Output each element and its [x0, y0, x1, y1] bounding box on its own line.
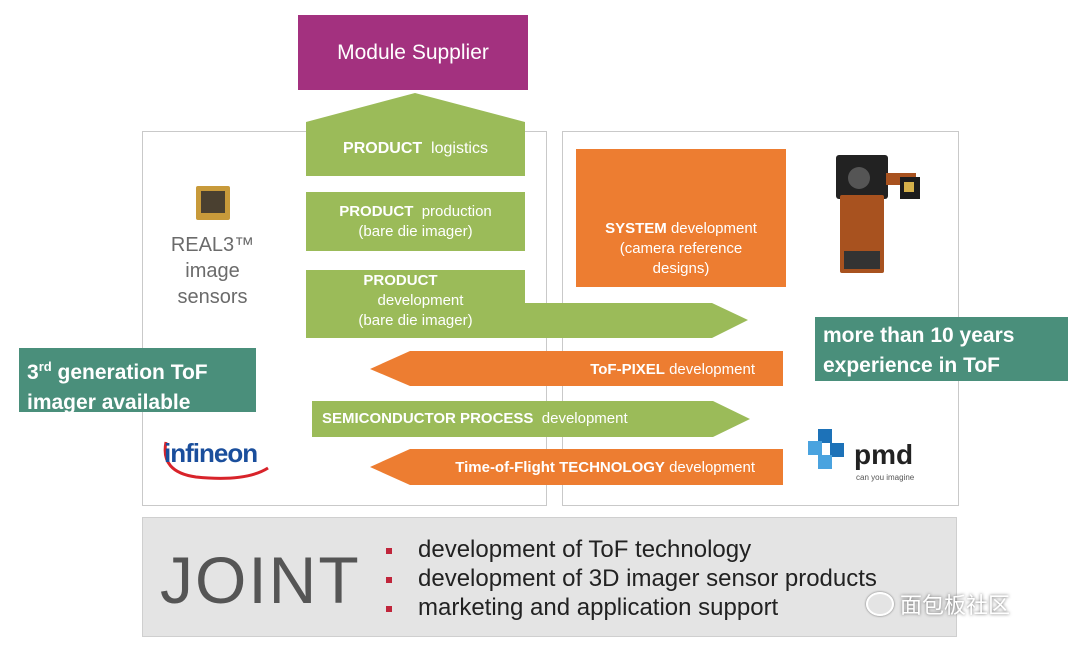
- module-supplier-box: Module Supplier: [298, 15, 528, 90]
- tof-technology-label: Time-of-Flight TECHNOLOGY development: [455, 459, 755, 476]
- infineon-logo: infineon: [156, 432, 276, 482]
- product-production-box: PRODUCT production (bare die imager): [306, 192, 525, 251]
- experience-callout: more than 10 years experience in ToF: [815, 317, 1068, 381]
- joint-title: JOINT: [160, 543, 361, 617]
- real3-label-block: REAL3™ image sensors: [170, 234, 255, 308]
- product-development-label: PRODUCT development (bare die imager): [358, 272, 473, 329]
- bullet-dot: [386, 576, 392, 583]
- pmd-cube-icon: [808, 429, 848, 469]
- bullet-dot: [386, 547, 392, 554]
- generation-callout: 3rd generation ToF imager available: [19, 348, 256, 414]
- tof-pixel-arrow: [370, 351, 783, 386]
- joint-bullet-1: development of ToF technology: [386, 535, 751, 565]
- joint-bullet-3: marketing and application support: [386, 593, 778, 623]
- chip-icon: [196, 186, 230, 220]
- infineon-swoosh: [163, 441, 269, 480]
- system-development-box: SYSTEM development (camera reference des…: [576, 149, 786, 287]
- semiconductor-arrow: [312, 401, 750, 437]
- joint-band: [142, 517, 957, 637]
- logistics-label: PRODUCT logistics: [343, 140, 488, 157]
- watermark: 面包板社区: [866, 588, 1056, 618]
- product-development-arrow: [306, 270, 748, 338]
- wechat-icon: [866, 592, 894, 616]
- bullet-dot: [386, 605, 392, 612]
- pmd-logo: pmd can you imagine: [806, 425, 936, 485]
- joint-bullet-2: development of 3D imager sensor products: [386, 564, 877, 594]
- camera-module-image: [834, 155, 924, 275]
- logistics-up-arrow: [306, 93, 525, 176]
- tof-pixel-label: ToF-PIXEL development: [590, 361, 755, 378]
- tof-technology-arrow: [370, 449, 783, 485]
- semiconductor-label: SEMICONDUCTOR PROCESS development: [322, 410, 628, 427]
- module-supplier-label: Module Supplier: [337, 41, 489, 64]
